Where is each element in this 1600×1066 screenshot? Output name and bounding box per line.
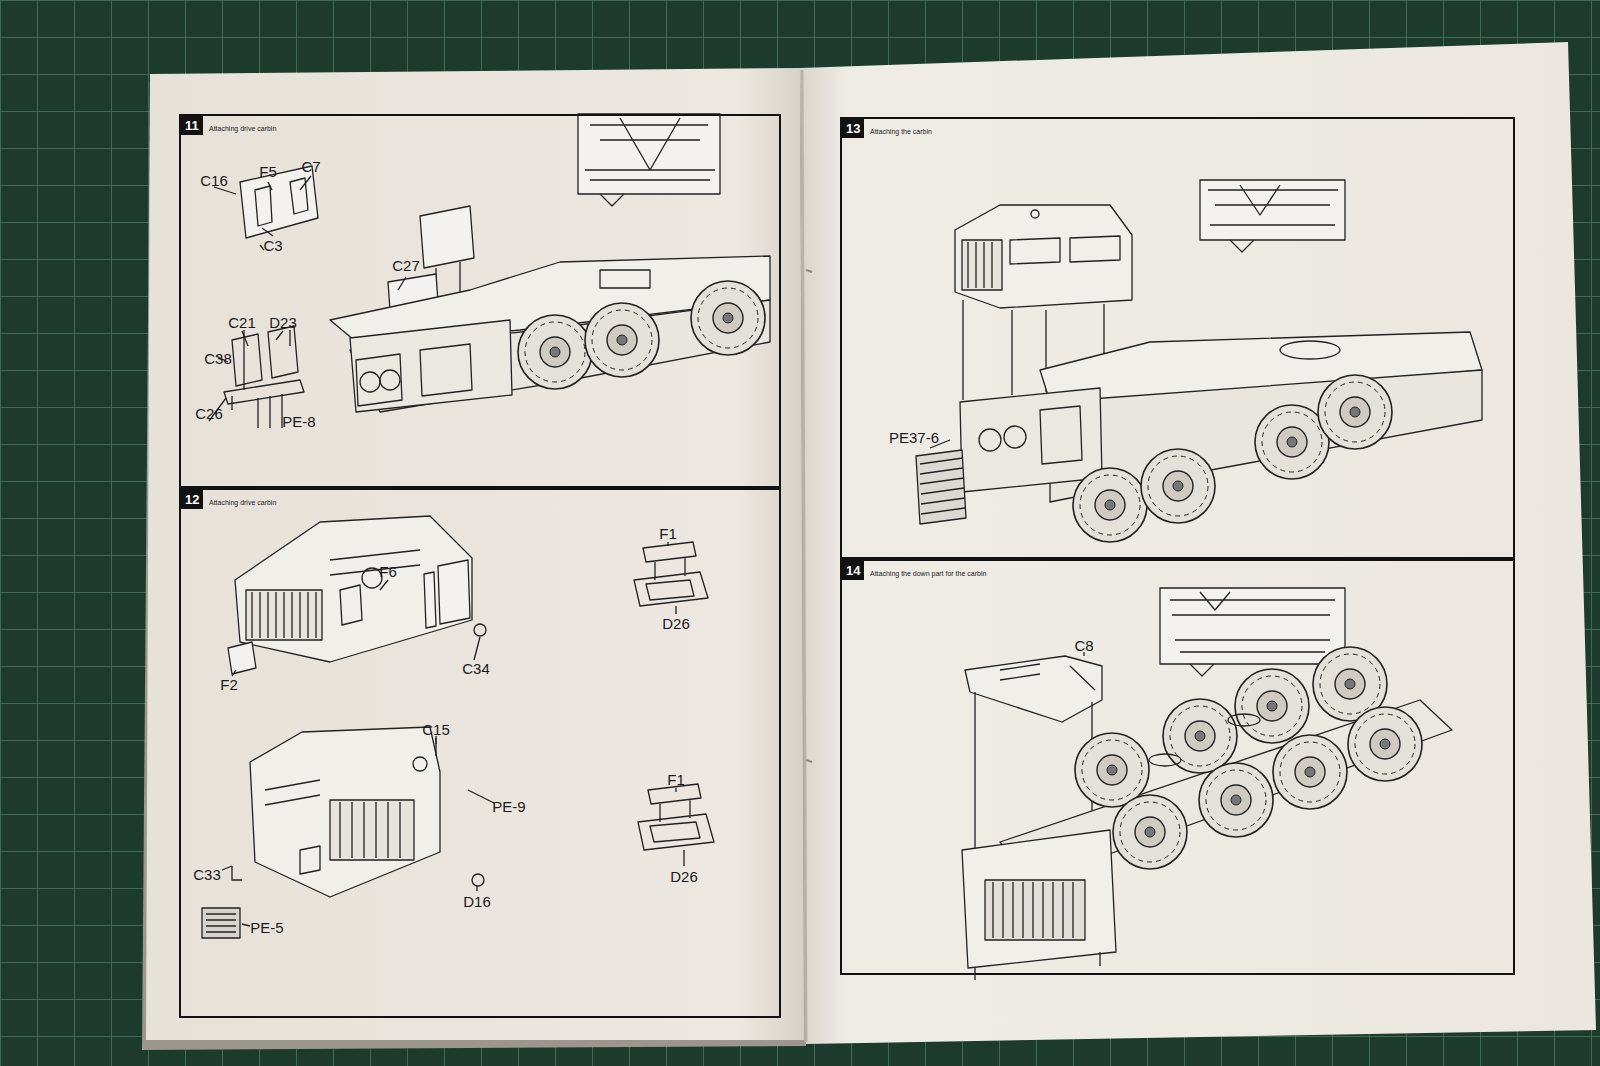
step-heading: Attaching drive carbin [209,499,276,506]
step-number: 14 [842,561,864,580]
part-number: C33 [193,866,221,883]
step-heading: Attaching the down part for the carbin [870,570,986,577]
part-number: D23 [269,314,297,331]
part-number: C27 [392,257,420,274]
part-number: C21 [228,314,256,331]
part-number: F1 [667,771,685,788]
part-number: F6 [379,563,397,580]
part-number: F2 [220,676,238,693]
part-number: C8 [1074,637,1093,654]
part-number: C3 [263,237,282,254]
step-heading: Attaching drive carbin [209,125,276,132]
part-number: D16 [463,893,491,910]
part-number: D26 [662,615,690,632]
part-number: PE-9 [492,798,525,815]
part-number: C15 [422,721,450,738]
part-number: C34 [462,660,490,677]
part-number: C7 [301,158,320,175]
step-panel: 13 Attaching the carbin [840,117,1515,559]
part-number: C16 [200,172,228,189]
step-number: 12 [181,490,203,509]
step-number: 13 [842,119,864,138]
part-number: C26 [195,405,223,422]
step-panel: 12 Attaching drive carbin [179,488,781,1018]
part-number: PE-5 [250,919,283,936]
part-number: C38 [204,350,232,367]
step-heading: Attaching the carbin [870,128,932,135]
step-panel: 14 Attaching the down part for the carbin [840,559,1515,975]
part-number: D26 [670,868,698,885]
part-number: PE-8 [282,413,315,430]
part-number: PE37-6 [889,429,939,446]
part-number: F1 [659,525,677,542]
part-number: F5 [259,163,277,180]
step-number: 11 [181,116,203,135]
